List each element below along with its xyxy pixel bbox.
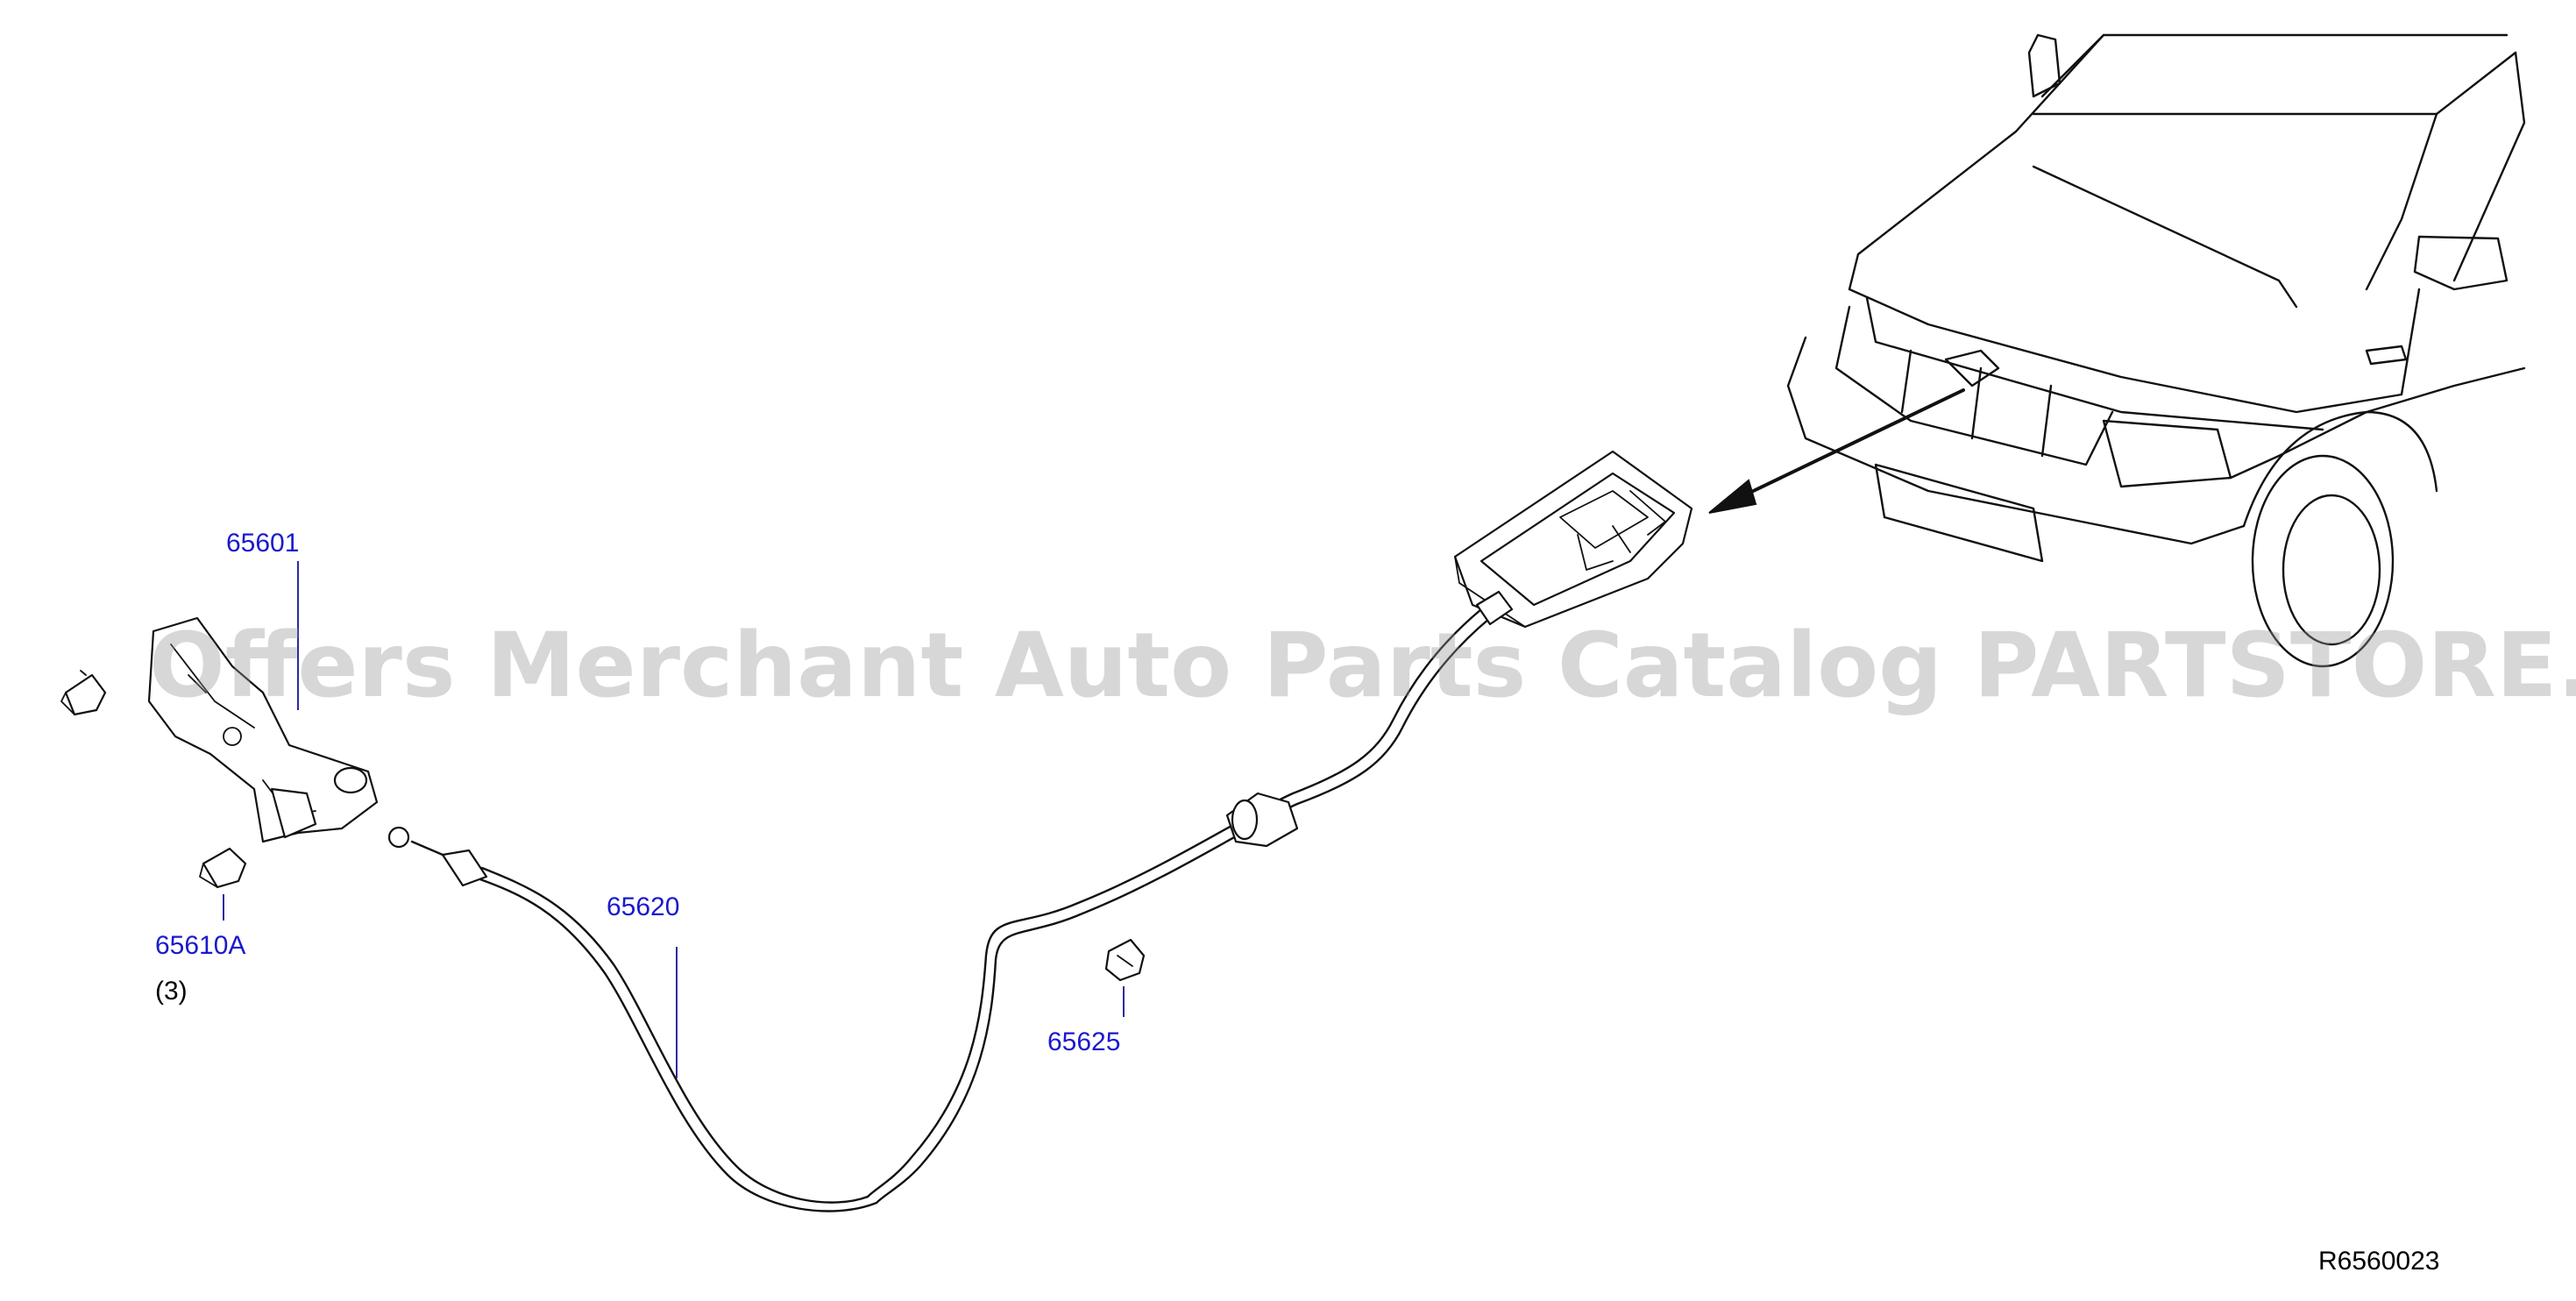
callout-65625[interactable]: 65625 xyxy=(1047,1027,1121,1056)
callout-65620[interactable]: 65620 xyxy=(607,892,680,921)
hood-release-handle xyxy=(1453,450,1693,629)
clip-bottom xyxy=(199,847,247,889)
callout-65610a[interactable]: 65610A xyxy=(155,931,246,960)
leader-lines xyxy=(223,561,1125,1078)
vehicle-illustration xyxy=(1786,33,2526,668)
hood-lock xyxy=(147,616,379,843)
clip-left xyxy=(60,670,107,716)
watermark: Offers Merchant Auto Parts Catalog PARTS… xyxy=(149,614,2576,718)
release-cable xyxy=(387,590,1514,1212)
callout-65601[interactable]: 65601 xyxy=(226,529,300,558)
direction-arrow xyxy=(1708,388,1965,514)
diagram-reference: R6560023 xyxy=(2318,1247,2440,1276)
cable-clip xyxy=(1104,938,1146,982)
callout-65610a-quantity: (3) xyxy=(155,977,188,1006)
